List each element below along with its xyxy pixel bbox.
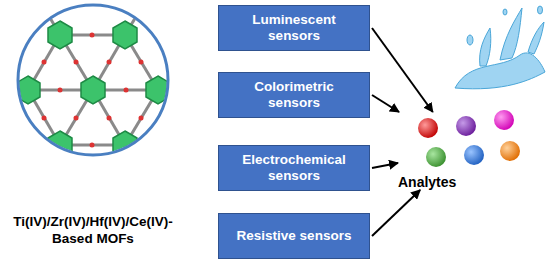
mof-lattice <box>0 0 216 200</box>
mof-circle-outline <box>18 5 168 155</box>
node-label: Luminescent sensors <box>227 12 361 44</box>
analyte-balls <box>418 110 520 167</box>
oxygen-atoms <box>42 33 144 148</box>
arrow-connector <box>372 163 398 168</box>
metal-clusters <box>16 21 170 159</box>
node-label: Analytes <box>398 174 456 190</box>
water-splash <box>455 6 545 89</box>
node-label: Resistive sensors <box>237 228 352 244</box>
analyte-ball <box>426 147 446 167</box>
analyte-group: Analytes <box>398 112 524 190</box>
process-box: Colorimetric sensors <box>218 72 370 118</box>
mof-circle-ground <box>18 5 168 155</box>
node-label: Ti(IV)/Zr(IV)/Hf(IV)/Ce(IV)- Based MOFs <box>2 214 184 248</box>
process-box: Luminescent sensors <box>218 5 370 51</box>
node-label: Electrochemical sensors <box>227 152 361 184</box>
arrow-connector <box>372 28 433 112</box>
mof-caption-node: Ti(IV)/Zr(IV)/Hf(IV)/Ce(IV)- Based MOFs <box>2 160 184 248</box>
arrow-connector <box>372 95 399 112</box>
process-box: Resistive sensors <box>218 213 370 259</box>
analyte-ball <box>500 141 520 161</box>
analyte-ball <box>418 118 438 138</box>
process-box: Electrochemical sensors <box>218 145 370 191</box>
linkers <box>0 0 216 200</box>
node-label: Colorimetric sensors <box>227 79 361 111</box>
arrow-connector <box>372 190 420 236</box>
analyte-ball <box>464 145 484 165</box>
analyte-ball <box>494 110 514 130</box>
analyte-ball <box>456 116 476 136</box>
mof-structure <box>0 0 216 200</box>
